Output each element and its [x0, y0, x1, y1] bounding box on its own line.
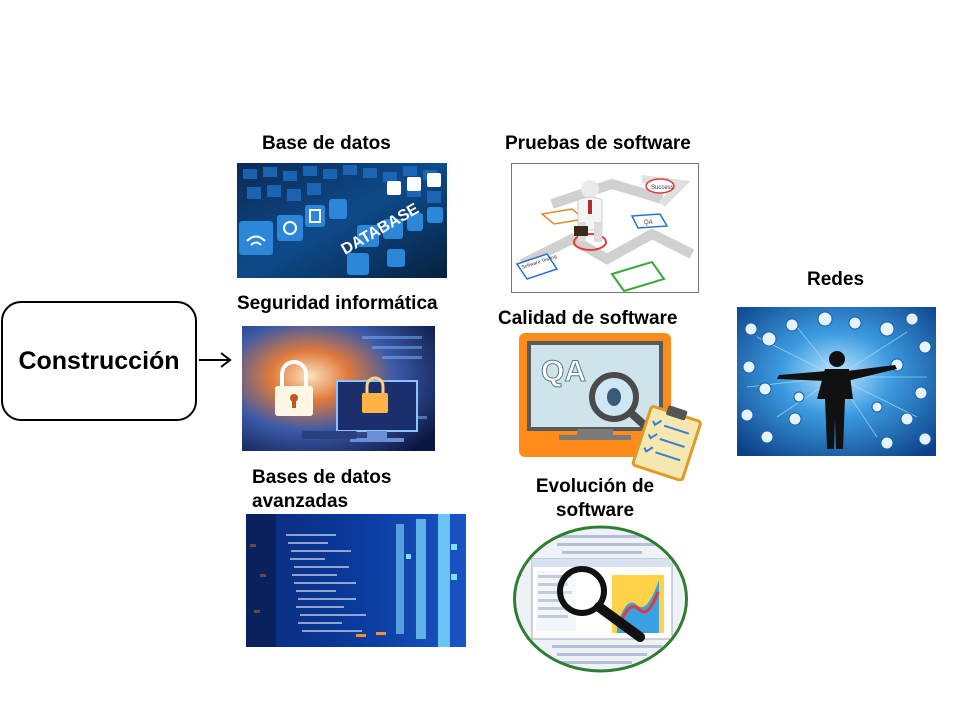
- label-redes: Redes: [807, 269, 865, 290]
- label-bases-avanzadas-line2: avanzadas: [252, 491, 349, 512]
- arrow-right-icon: [199, 352, 232, 368]
- qa-monitor-text: QA: [541, 355, 586, 388]
- construccion-label: Construcción: [18, 346, 180, 375]
- success-text: Success: [651, 185, 674, 191]
- software-testing-image: Success QA Software Testing: [511, 163, 699, 293]
- quality-qa-image: QA: [519, 333, 711, 481]
- construccion-node: Construcción: [1, 301, 197, 421]
- software-evolution-image: [512, 525, 689, 673]
- qa-flow-text: QA: [644, 220, 653, 226]
- label-evolucion-line2: software: [555, 500, 635, 521]
- label-base-de-datos: Base de datos: [262, 133, 391, 154]
- database-image: DATABASE: [237, 163, 447, 278]
- label-pruebas-de-software: Pruebas de software: [505, 133, 691, 154]
- advanced-databases-image: [246, 514, 466, 647]
- label-evolucion-line1: Evolución de: [535, 476, 655, 497]
- networks-image: [737, 307, 936, 456]
- label-bases-avanzadas-line1: Bases de datos: [252, 467, 392, 488]
- label-seguridad-informatica: Seguridad informática: [237, 293, 438, 314]
- label-calidad-de-software: Calidad de software: [498, 308, 678, 329]
- security-image: [242, 326, 435, 451]
